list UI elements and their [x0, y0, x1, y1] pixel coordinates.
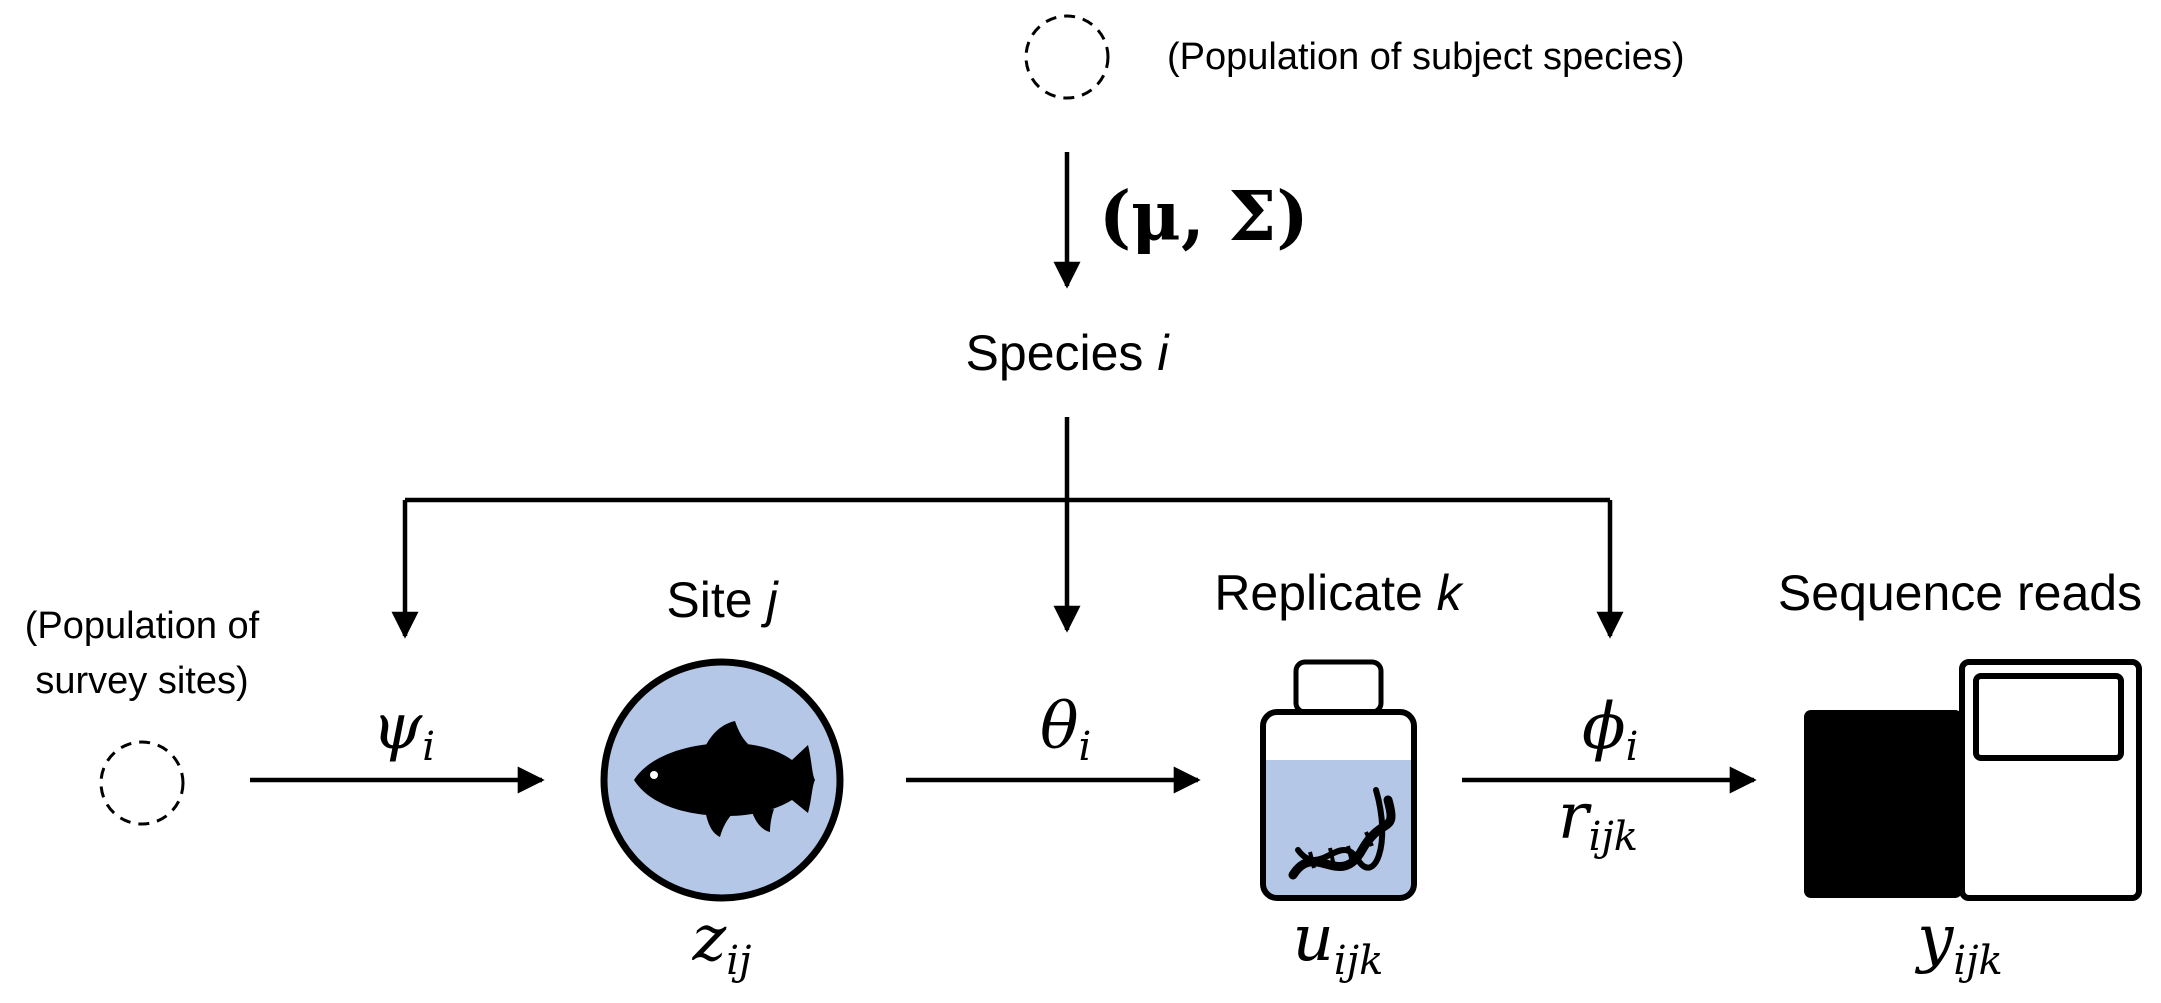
- species-label: Species i: [966, 325, 1171, 381]
- species-population-label: (Population of subject species): [1167, 36, 1685, 78]
- sites-population-label-line2: survey sites): [35, 660, 248, 702]
- y-label: yijk: [1914, 902, 2003, 984]
- u-label: uijk: [1293, 902, 1384, 984]
- sites-population-node: [99, 740, 185, 826]
- theta-label: θi: [1040, 690, 1091, 770]
- sample-bottle-dna-icon: [1260, 659, 1417, 901]
- fish-in-circle-icon: [600, 658, 844, 902]
- reads-label: Sequence reads: [1778, 565, 2142, 621]
- replicate-label: Replicate k: [1214, 565, 1464, 621]
- r-label: rijk: [1558, 780, 1638, 860]
- hyperparam-label: (μ, Σ): [1099, 177, 1309, 257]
- sites-population-label-line1: (Population of: [25, 605, 260, 647]
- z-label: zij: [692, 902, 752, 984]
- phi-label: ϕi: [1582, 690, 1638, 770]
- psi-label: ψi: [372, 690, 435, 770]
- species-population-node: [1024, 14, 1110, 100]
- site-label: Site j: [666, 572, 779, 628]
- sequencer-icon: [1804, 659, 2142, 901]
